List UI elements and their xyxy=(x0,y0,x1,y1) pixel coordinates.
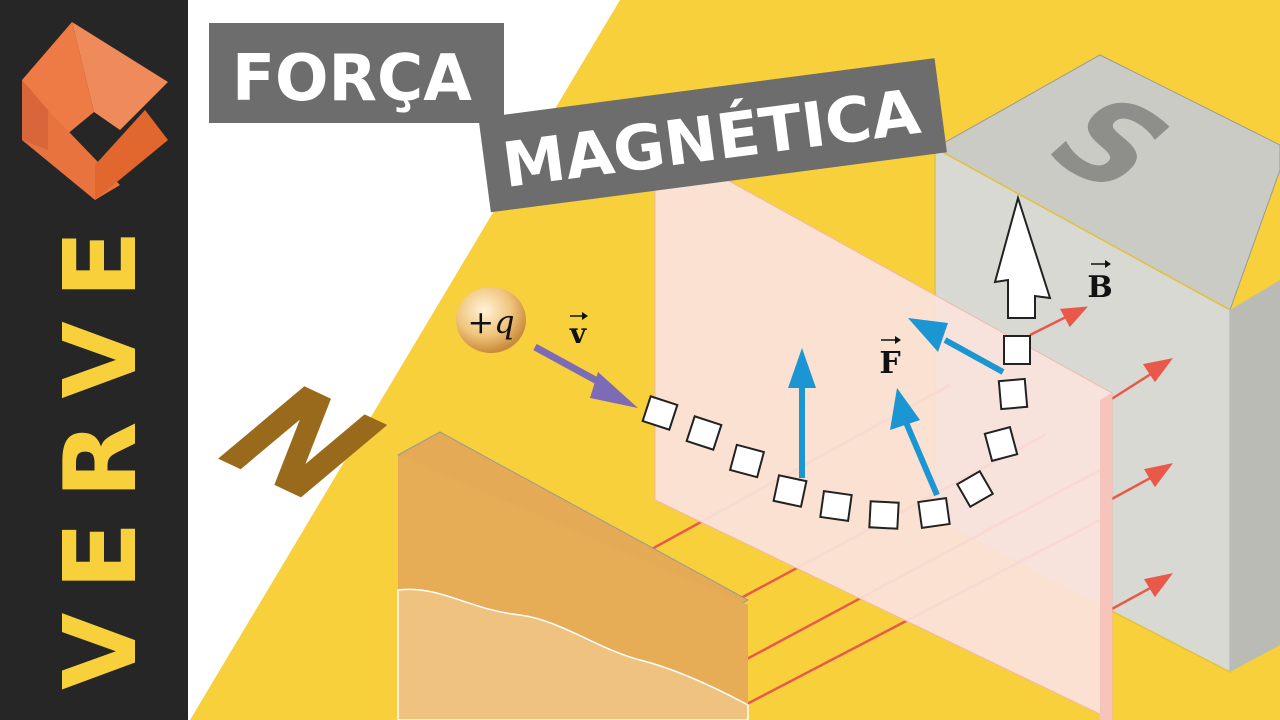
title-line-1: FORÇA xyxy=(232,42,472,116)
title-box-1 xyxy=(209,23,504,123)
force-arrows xyxy=(788,318,1005,497)
plate xyxy=(654,139,1113,720)
vector-labels: v F B xyxy=(569,260,1113,381)
charge-trajectory xyxy=(641,335,1031,530)
velocity-label: v xyxy=(569,317,587,350)
exit-velocity-arrow xyxy=(993,194,1052,319)
charge-particle: +q xyxy=(456,287,526,353)
velocity-arrow xyxy=(533,343,638,408)
title-box-2 xyxy=(478,58,947,213)
brand-sidebar: VERVE xyxy=(0,0,188,720)
brand-name: VERVE xyxy=(42,230,159,690)
verve-logo-icon xyxy=(22,22,168,200)
charge-label: +q xyxy=(467,303,514,341)
field-label: B xyxy=(1087,270,1112,305)
force-label: F xyxy=(879,346,900,381)
